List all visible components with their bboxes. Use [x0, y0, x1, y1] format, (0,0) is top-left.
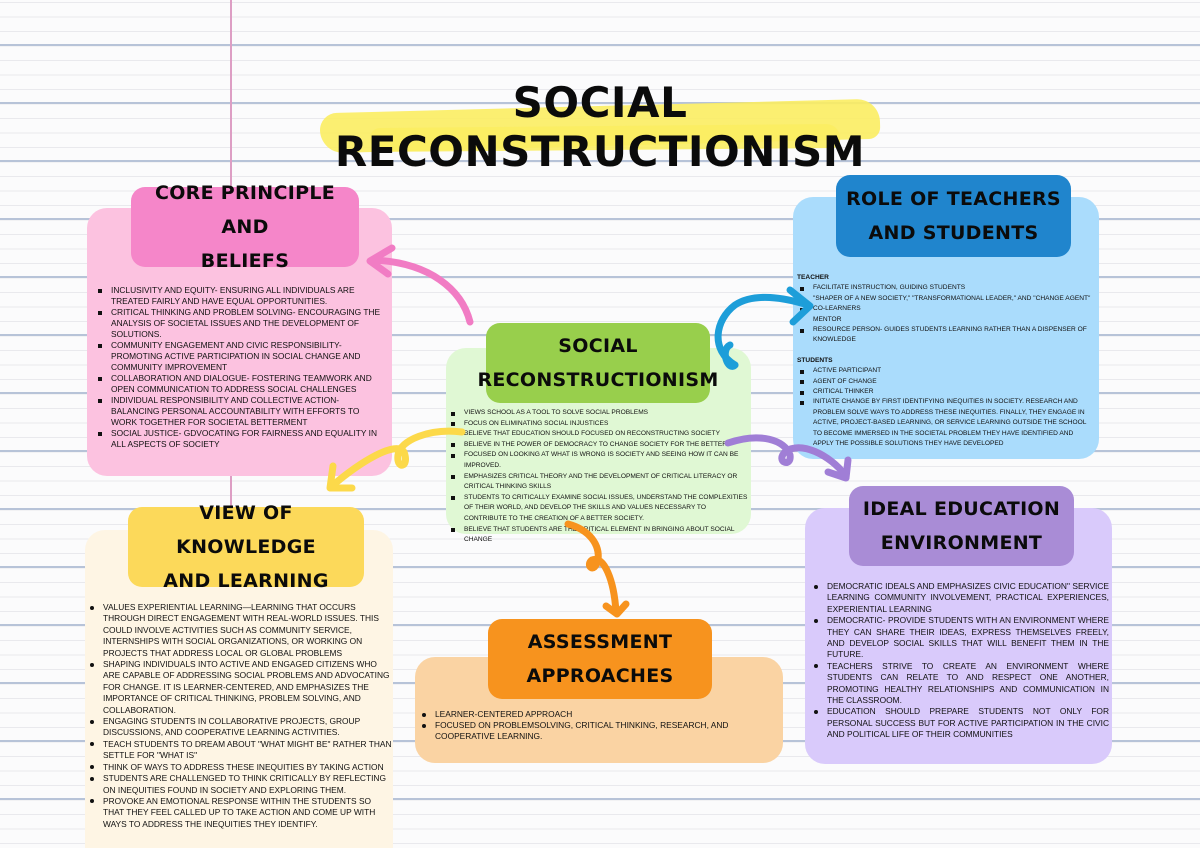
list-item: FOCUS ON ELIMINATING SOCIAL INJUSTICES	[448, 419, 748, 430]
list-item: TEACHERS STRIVE TO CREATE AN ENVIRONMENT…	[811, 661, 1109, 707]
central-concept-list: VIEWS SCHOOL AS A TOOL TO SOLVE SOCIAL P…	[448, 408, 748, 546]
list-item: CRITICAL THINKER	[797, 387, 1095, 397]
list-item: INCLUSIVITY AND EQUITY- ENSURING ALL IND…	[95, 285, 387, 307]
list-item: THINK OF WAYS TO ADDRESS THESE INEQUITIE…	[87, 762, 393, 773]
heading-line: ENVIRONMENT	[880, 532, 1043, 554]
core-principles-heading: CORE PRINCIPLE AND BELIEFS	[131, 182, 359, 272]
roles-heading: ROLE OF TEACHERS AND STUDENTS	[836, 175, 1071, 257]
list-item: BELIEVE IN THE POWER OF DEMOCRACY TO CHA…	[448, 440, 748, 451]
central-concept-heading: SOCIAL RECONSTRUCTIONISM	[477, 323, 718, 403]
heading-line: BELIEFS	[200, 250, 290, 272]
heading-line: RECONSTRUCTIONISM	[477, 369, 719, 391]
list-item: CO-LEARNERS	[797, 304, 1095, 314]
list-item: FOCUSED ON PROBLEMSOLVING, CRITICAL THIN…	[419, 720, 774, 742]
list-item: "SHAPER OF A NEW SOCIETY," "TRANSFORMATI…	[797, 294, 1095, 304]
ideal-environment-heading: IDEAL EDUCATION ENVIRONMENT	[849, 486, 1074, 566]
list-item: MENTOR	[813, 315, 842, 323]
list-item: STUDENTS TO CRITICALLY EXAMINE SOCIAL IS…	[448, 493, 748, 525]
list-item: TEACH STUDENTS TO DREAM ABOUT "WHAT MIGH…	[87, 739, 393, 762]
list-item: FACILITATE INSTRUCTION, GUIDING STUDENTS	[797, 283, 1095, 293]
heading-line: AND STUDENTS	[868, 222, 1039, 244]
list-item: SOCIAL JUSTICE- GDVOCATING FOR FAIRNESS …	[95, 428, 387, 450]
heading-line: SOCIAL	[558, 335, 638, 357]
ideal-environment-list: DEMOCRATIC IDEALS AND EMPHASIZES CIVIC E…	[811, 581, 1109, 741]
list-item: ACTIVE PARTICIPANT	[797, 366, 1095, 376]
heading-line: CORE PRINCIPLE AND	[154, 182, 336, 238]
heading-line: ASSESSMENT	[527, 631, 673, 653]
ideal-environment-card: DEMOCRATIC IDEALS AND EMPHASIZES CIVIC E…	[805, 508, 1112, 764]
heading-line: APPROACHES	[526, 665, 674, 687]
list-item: AGENT OF CHANGE	[797, 377, 1095, 387]
assessment-heading: ASSESSMENT APPROACHES	[488, 619, 712, 699]
core-principles-list: INCLUSIVITY AND EQUITY- ENSURING ALL IND…	[95, 285, 387, 450]
list-item: VALUES EXPERIENTIAL LEARNING—LEARNING TH…	[87, 602, 393, 659]
teacher-roles-list: FACILITATE INSTRUCTION, GUIDING STUDENTS…	[797, 283, 1095, 345]
list-item: COMMUNITY ENGAGEMENT AND CIVIC RESPONSIB…	[95, 340, 387, 373]
list-item: PROVOKE AN EMOTIONAL RESPONSE WITHIN THE…	[87, 796, 393, 830]
teacher-subheading: TEACHER	[797, 274, 829, 281]
list-item: BELIEVE THAT STUDENTS ARE THE CRITICAL E…	[448, 525, 748, 546]
list-item: CRITICAL THINKING AND PROBLEM SOLVING- E…	[95, 307, 387, 340]
view-of-knowledge-heading: VIEW OF KNOWLEDGE AND LEARNING	[128, 502, 364, 592]
student-roles-list: ACTIVE PARTICIPANT AGENT OF CHANGE CRITI…	[797, 366, 1095, 449]
heading-line: VIEW OF KNOWLEDGE	[176, 502, 316, 558]
list-item: INITIATE CHANGE BY FIRST IDENTIFYING INE…	[797, 397, 1095, 449]
heading-line: IDEAL EDUCATION	[862, 498, 1061, 520]
title-block: SOCIAL RECONSTRUCTIONISM	[300, 78, 900, 176]
list-item: ENGAGING STUDENTS IN COLLABORATIVE PROJE…	[87, 716, 393, 739]
page-title: SOCIAL RECONSTRUCTIONISM	[334, 78, 866, 176]
list-item: SHAPING INDIVIDUALS INTO ACTIVE AND ENGA…	[87, 659, 393, 716]
list-item: COLLABORATION AND DIALOGUE- FOSTERING TE…	[95, 373, 387, 395]
list-item: INDIVIDUAL RESPONSIBILITY AND COLLECTIVE…	[95, 395, 387, 428]
list-item: STUDENTS ARE CHALLENGED TO THINK CRITICA…	[87, 773, 393, 796]
list-item: EDUCATION SHOULD PREPARE STUDENTS NOT ON…	[811, 706, 1109, 740]
list-item: VIEWS SCHOOL AS A TOOL TO SOLVE SOCIAL P…	[448, 408, 748, 419]
list-item: EMPHASIZES CRITICAL THEORY AND THE DEVEL…	[448, 472, 748, 493]
list-item: DEMOCRATIC- PROVIDE STUDENTS WITH AN ENV…	[811, 615, 1109, 661]
roles-body: TEACHER FACILITATE INSTRUCTION, GUIDING …	[797, 273, 1095, 450]
heading-line: ROLE OF TEACHERS	[846, 188, 1061, 210]
assessment-list: LEARNER-CENTERED APPROACH FOCUSED ON PRO…	[419, 709, 774, 742]
students-subheading: STUDENTS	[797, 356, 833, 364]
list-item: LEARNER-CENTERED APPROACH	[419, 709, 774, 720]
list-item: FOCUSED ON LOOKING AT WHAT IS WRONG IS S…	[448, 450, 748, 471]
heading-line: AND LEARNING	[163, 570, 329, 592]
list-item: DEMOCRATIC IDEALS AND EMPHASIZES CIVIC E…	[811, 581, 1109, 615]
view-of-knowledge-list: VALUES EXPERIENTIAL LEARNING—LEARNING TH…	[87, 602, 393, 830]
list-item: BELIEVE THAT EDUCATION SHOULD FOCUSED ON…	[464, 430, 720, 438]
list-item: RESOURCE PERSON- GUIDES STUDENTS LEARNIN…	[797, 325, 1095, 346]
